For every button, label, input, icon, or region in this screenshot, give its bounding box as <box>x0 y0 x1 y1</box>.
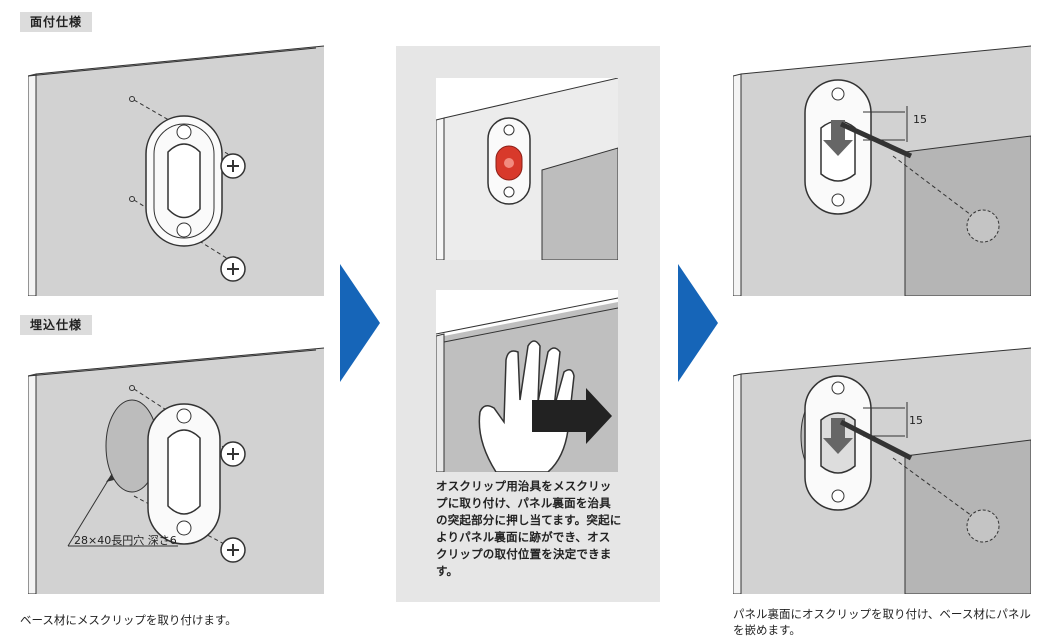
surface-mount-illustration <box>28 44 326 296</box>
jig-illustration <box>436 78 618 260</box>
middle-caption: オスクリップ用治具をメスクリップに取り付け、パネル裏面を治具の突起部分に押し当て… <box>436 479 622 578</box>
hand-icon <box>478 340 575 472</box>
male-clip-illustration-bottom <box>733 346 1031 594</box>
step-arrow-icon <box>340 264 380 382</box>
step-arrow-icon <box>678 264 718 382</box>
clip-icon <box>145 115 223 247</box>
push-arrow-icon <box>532 388 612 444</box>
embed-spec-tag: 埋込仕様 <box>20 315 93 335</box>
dimension-bottom: 15 <box>909 414 923 427</box>
press-panel-illustration <box>436 290 618 472</box>
surface-spec-tag: 面付仕様 <box>20 12 93 32</box>
male-clip-illustration-top <box>733 44 1031 296</box>
dimension-top: 15 <box>913 113 927 126</box>
screw-icon <box>220 153 246 282</box>
embed-mount-illustration <box>28 346 326 594</box>
right-caption: パネル裏面にオスクリップを取り付け、ベース材にパネルを嵌めます。 <box>733 607 1031 637</box>
hole-note: 28×40長円穴 深さ6 <box>74 534 177 547</box>
left-caption: ベース材にメスクリップを取り付けます。 <box>20 613 237 627</box>
